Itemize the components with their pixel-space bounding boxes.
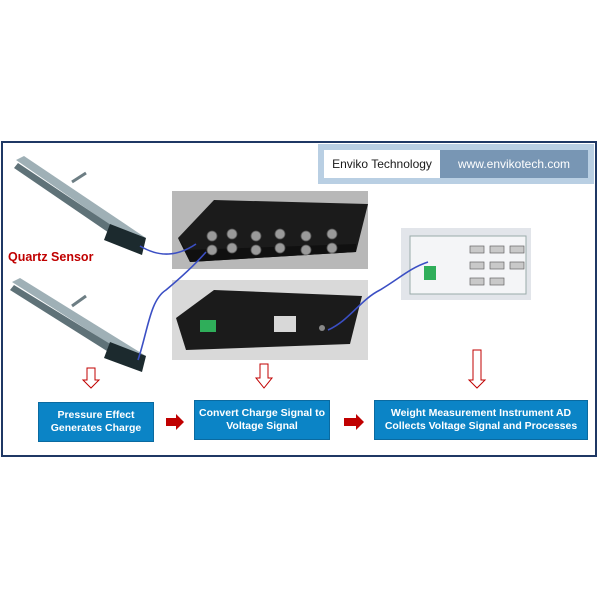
quartz-sensor-label: Quartz Sensor	[8, 250, 94, 264]
weighing-instrument	[409, 235, 527, 295]
down-arrow-1	[81, 367, 101, 389]
down-arrows	[81, 349, 487, 389]
down-arrow-2	[254, 363, 274, 389]
right-arrows	[166, 414, 364, 430]
quartz-sensor-bottom	[10, 278, 146, 372]
step-box-pressure: Pressure Effect Generates Charge	[38, 402, 154, 442]
brand-url[interactable]: www.envikotech.com	[440, 150, 588, 178]
step-box-convert: Convert Charge Signal to Voltage Signal	[194, 400, 330, 440]
right-arrow-1	[166, 414, 184, 430]
down-arrow-3	[467, 349, 487, 389]
amplifier-back	[176, 290, 362, 350]
quartz-sensor-top	[14, 156, 146, 255]
brand-banner: Enviko Technology www.envikotech.com	[318, 144, 594, 184]
right-arrow-2	[344, 414, 364, 430]
step-box-weight: Weight Measurement Instrument AD Collect…	[374, 400, 588, 440]
signal-cables	[137, 243, 429, 361]
brand-name: Enviko Technology	[324, 150, 440, 178]
amplifier-front	[178, 200, 368, 262]
